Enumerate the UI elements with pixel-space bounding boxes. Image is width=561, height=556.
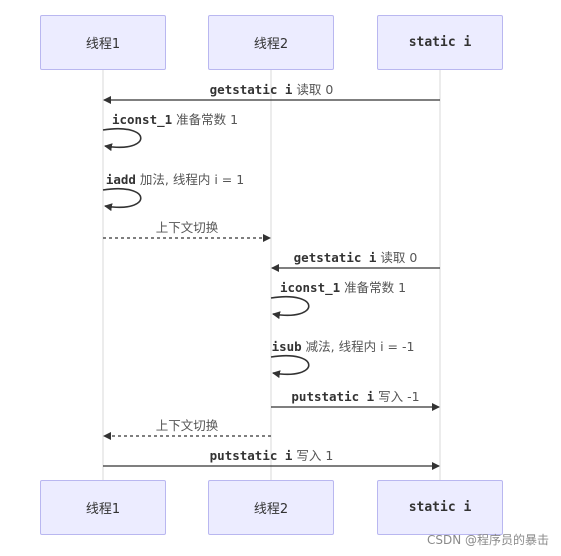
message-label: getstatic i 读取 0	[294, 250, 418, 265]
actor-label: 线程1	[85, 37, 121, 52]
message-2: iadd 加法, 线程内 i = 1	[102, 172, 244, 212]
message-label: putstatic i 写入 -1	[291, 389, 419, 404]
actor-static-i-top: static i	[377, 15, 503, 70]
message-label: 上下文切换	[156, 418, 219, 433]
message-label: getstatic i 读取 0	[210, 82, 334, 97]
actor-static-i-bottom: static i	[377, 480, 503, 535]
message-label: iconst_1 准备常数 1	[280, 280, 406, 296]
actor-label: static i	[408, 35, 472, 50]
self-loop-arrow	[270, 295, 310, 320]
self-loop-arrow	[270, 354, 310, 379]
actor-thread2-top: 线程2	[208, 15, 334, 70]
message-label: putstatic i 写入 1	[210, 448, 334, 463]
message-7: putstatic i 写入 -1	[271, 389, 440, 411]
actor-label: 线程2	[253, 502, 289, 517]
message-5: iconst_1 准备常数 1	[270, 280, 406, 320]
message-1: iconst_1 准备常数 1	[102, 112, 238, 152]
actor-thread1-bottom: 线程1	[40, 480, 166, 535]
message-label: 上下文切换	[156, 220, 219, 235]
actor-thread2-bottom: 线程2	[208, 480, 334, 535]
self-loop-arrow	[102, 187, 142, 212]
actor-thread1-top: 线程1	[40, 15, 166, 70]
actor-label: 线程2	[253, 37, 289, 52]
message-label: iconst_1 准备常数 1	[112, 112, 238, 128]
message-3: 上下文切换	[103, 220, 271, 242]
message-0: getstatic i 读取 0	[103, 82, 440, 104]
message-4: getstatic i 读取 0	[271, 250, 440, 272]
message-6: isub 减法, 线程内 i = -1	[270, 339, 415, 379]
actor-label: static i	[408, 500, 472, 515]
actor-label: 线程1	[85, 502, 121, 517]
message-label: isub 减法, 线程内 i = -1	[272, 339, 415, 354]
self-loop-arrow	[102, 127, 142, 152]
message-8: 上下文切换	[103, 418, 271, 440]
watermark: CSDN @程序员的暴击	[426, 533, 549, 547]
message-label: iadd 加法, 线程内 i = 1	[106, 172, 244, 187]
message-9: putstatic i 写入 1	[103, 448, 440, 470]
